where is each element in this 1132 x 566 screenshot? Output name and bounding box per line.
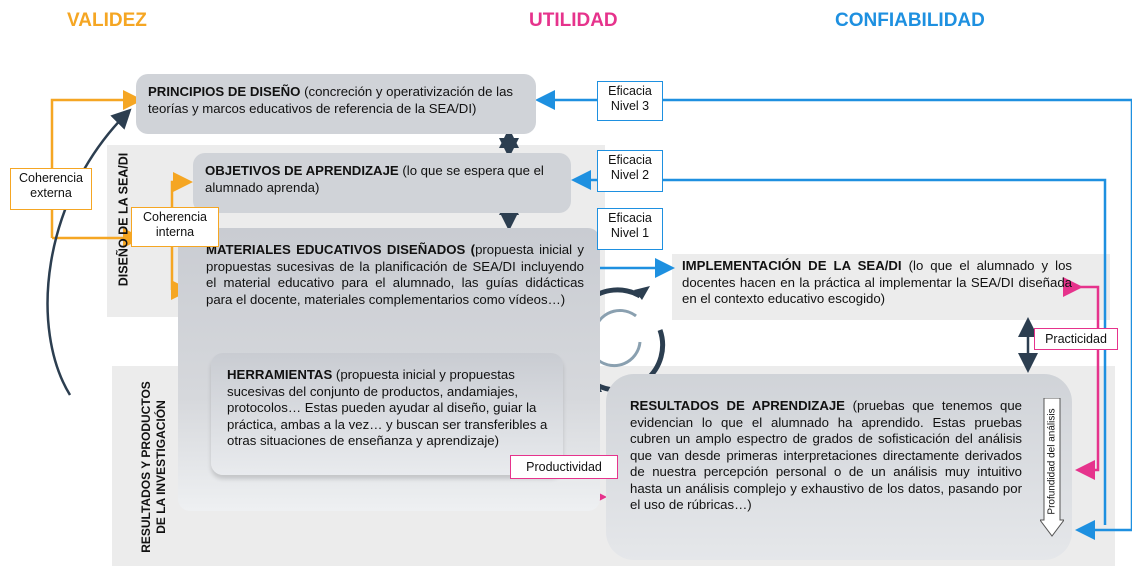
header-confiabilidad: CONFIABILIDAD <box>835 10 985 31</box>
implementacion-box: IMPLEMENTACIÓN DE LA SEA/DI (lo que el a… <box>682 258 1073 306</box>
coherencia-interna-arrow <box>170 172 193 290</box>
diseno-side-label: DISEÑO DE LA SEA/DI <box>116 152 131 287</box>
coherencia-interna-label: Coherencia interna <box>131 207 219 247</box>
coherencia-externa-label: Coherencia externa <box>10 168 92 210</box>
profundidad-label: Profundidad del análisis <box>1046 408 1058 515</box>
confiabilidad-bottom-line <box>1075 100 1132 540</box>
productividad-label: Productividad <box>510 455 618 479</box>
eficacia-1-label: Eficacia Nivel 1 <box>597 208 663 250</box>
eficacia-3-label: Eficacia Nivel 3 <box>597 81 663 121</box>
header-validez: VALIDEZ <box>67 10 147 31</box>
header-utilidad: UTILIDAD <box>529 10 618 31</box>
resultados-side-label: RESULTADOS Y PRODUCTOS DE LA INVESTIGACI… <box>139 381 168 553</box>
herramientas-box: HERRAMIENTAS (propuesta inicial y propue… <box>211 353 563 475</box>
objetivos-box: OBJETIVOS DE APRENDIZAJE (lo que se espe… <box>193 153 571 213</box>
resultados-box: RESULTADOS DE APRENDIZAJE (pruebas que t… <box>606 374 1072 560</box>
principios-box: PRINCIPIOS DE DISEÑO (concreción y opera… <box>136 74 536 134</box>
eficacia-2-label: Eficacia Nivel 2 <box>597 150 663 192</box>
profundidad-arrow <box>1040 398 1064 537</box>
eficacia-2-line <box>571 170 1107 525</box>
practicidad-label: Practicidad <box>1034 328 1118 350</box>
results-to-principios-arrow <box>46 108 132 396</box>
implementation-band <box>672 254 1110 320</box>
practicidad-line <box>1063 277 1100 480</box>
